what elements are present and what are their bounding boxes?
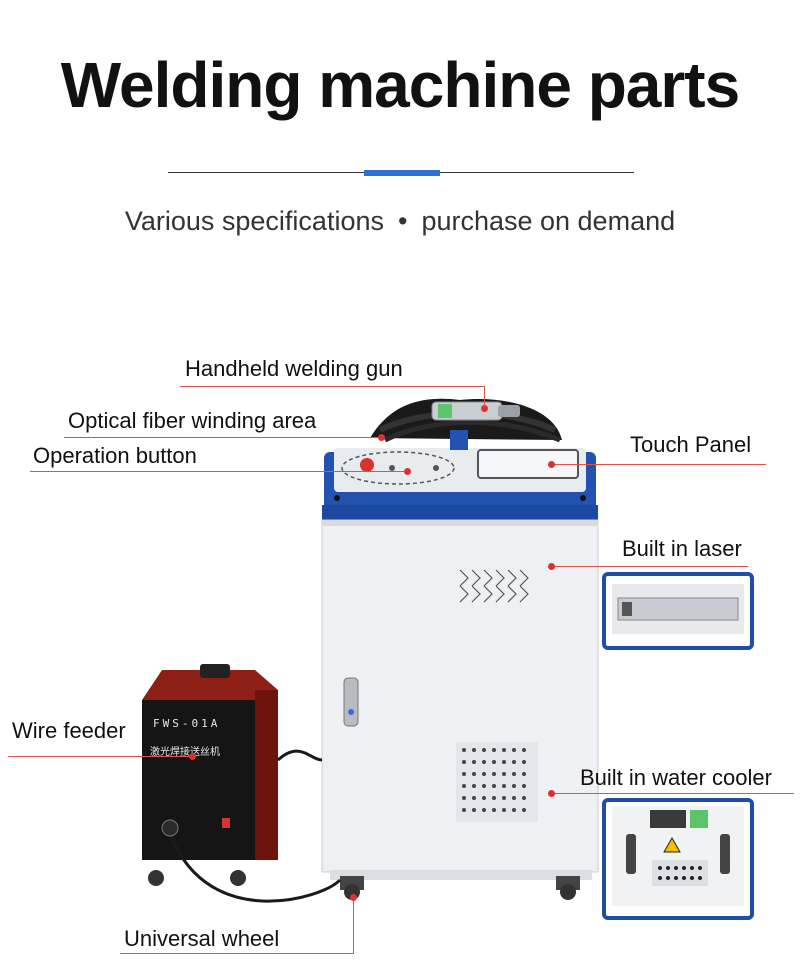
label-built-in-laser: Built in laser xyxy=(622,536,742,561)
lead-handheld-gun xyxy=(180,386,485,387)
subtitle-right: purchase on demand xyxy=(421,206,676,236)
label-universal-wheel: Universal wheel xyxy=(124,926,280,951)
wire-feeder: FWS-01A 激光焊接送丝机 xyxy=(142,664,278,886)
pin-fiber-area xyxy=(378,434,385,441)
lead-wire-feeder xyxy=(8,756,193,757)
subtitle-left: Various specifications xyxy=(124,206,384,236)
lead-handheld-gun-v xyxy=(484,386,485,408)
pin-wire-feeder xyxy=(189,753,196,760)
label-touch-panel: Touch Panel xyxy=(630,432,752,457)
pin-handheld-gun xyxy=(481,405,488,412)
page-subtitle: Various specifications • purchase on deman… xyxy=(0,206,800,237)
lead-built-in-laser xyxy=(552,566,748,567)
pin-universal-wheel xyxy=(350,894,357,901)
lead-universal-wheel xyxy=(120,953,353,954)
title-divider-accent xyxy=(364,170,440,176)
label-wire-feeder: Wire feeder xyxy=(12,718,126,743)
laser-inset xyxy=(602,572,754,650)
main-cabinet xyxy=(321,519,599,900)
pin-water-cooler xyxy=(548,790,555,797)
feeder-chinese-text: 激光焊接送丝机 xyxy=(150,745,220,758)
lead-water-cooler xyxy=(552,793,794,794)
operation-button-area xyxy=(341,451,455,485)
pin-built-in-laser xyxy=(548,563,555,570)
label-fiber-area: Optical fiber winding area xyxy=(68,408,317,433)
pin-touch-panel xyxy=(548,461,555,468)
label-handheld-gun: Handheld welding gun xyxy=(185,356,403,381)
label-water-cooler: Built in water cooler xyxy=(580,765,772,790)
feeder-model-text: FWS-01A xyxy=(153,717,220,730)
page-title: Welding machine parts xyxy=(60,49,740,121)
subtitle-separator: • xyxy=(397,206,408,236)
label-operation-button: Operation button xyxy=(33,443,197,468)
lead-universal-wheel-v xyxy=(353,898,354,954)
lead-fiber-area xyxy=(64,437,382,438)
lead-operation-button xyxy=(30,471,408,472)
pin-operation-button xyxy=(404,468,411,475)
water-cooler-inset xyxy=(602,798,754,920)
lead-touch-panel xyxy=(552,464,766,465)
